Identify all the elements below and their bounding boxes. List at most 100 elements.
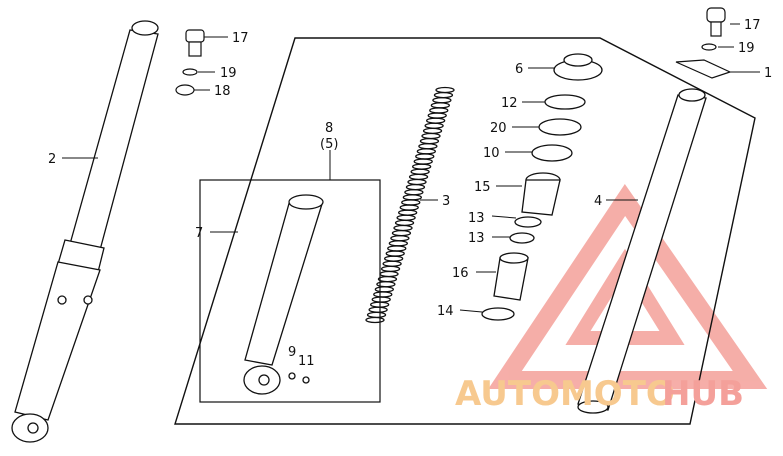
part-16-bushing xyxy=(493,257,529,301)
right-fork-tube-4 xyxy=(577,88,707,414)
spring-coil xyxy=(366,311,387,319)
part-10-seal xyxy=(531,144,573,162)
spring-coil xyxy=(405,183,426,191)
label-19-right: 19 xyxy=(738,41,755,56)
spring-coil xyxy=(382,260,402,267)
left-top-bolt xyxy=(185,29,205,43)
label-13-b: 13 xyxy=(468,231,485,246)
spring-coil xyxy=(404,189,424,196)
spring-coil xyxy=(365,316,385,324)
spring-coil xyxy=(373,291,393,298)
watermark-triangle-outer xyxy=(488,184,768,389)
spring-coil xyxy=(384,255,404,262)
label-8: 8 xyxy=(325,121,333,136)
spring-coil xyxy=(415,153,435,160)
left-top-bolt-shank xyxy=(188,41,202,57)
spring-coil xyxy=(429,107,449,114)
spring-coil xyxy=(394,219,415,227)
label-15: 15 xyxy=(474,180,491,195)
left-washer-19 xyxy=(182,68,198,76)
leader-lines xyxy=(62,23,760,313)
label-17-left: 17 xyxy=(232,31,249,46)
label-12: 12 xyxy=(501,96,518,111)
part-12-ring xyxy=(544,94,586,110)
right-top-bolt-shank xyxy=(710,21,722,37)
watermark-text-automoto: AUTOMOTO xyxy=(455,374,675,414)
spring-coil xyxy=(388,240,408,247)
spring-coil xyxy=(435,86,455,94)
part-15-bushing xyxy=(521,179,561,216)
right-washer-19 xyxy=(701,43,717,51)
spring-coil xyxy=(422,127,443,135)
left-tube-cap xyxy=(131,20,159,36)
label-4: 4 xyxy=(594,194,602,209)
spring-coil xyxy=(380,265,401,273)
label-10: 10 xyxy=(483,146,500,161)
spring-coil xyxy=(418,143,438,150)
spring-coil xyxy=(412,163,432,170)
spring-coil xyxy=(368,306,388,313)
part-6-top xyxy=(563,53,593,67)
spring-coil xyxy=(399,204,419,211)
label-14: 14 xyxy=(437,304,454,319)
bolt-9 xyxy=(288,372,296,380)
left-fork-assembly xyxy=(11,20,159,443)
spring-coil xyxy=(401,199,421,206)
right-tube-top xyxy=(678,88,706,102)
seal-stack xyxy=(481,53,603,321)
left-axle-hole xyxy=(27,422,39,434)
spring-coil xyxy=(408,173,429,181)
left-washer-18 xyxy=(175,84,195,96)
label-17-right: 17 xyxy=(744,18,761,33)
spring-coil xyxy=(396,214,416,221)
label-16: 16 xyxy=(452,266,469,281)
bolt-11 xyxy=(302,376,310,384)
spring-coil xyxy=(413,158,433,165)
right-bracket-1 xyxy=(675,59,732,79)
spring-coil xyxy=(387,245,407,252)
label-18: 18 xyxy=(214,84,231,99)
spring-coil xyxy=(391,229,412,237)
spring-coil xyxy=(385,250,405,257)
slider-axle-hole xyxy=(258,374,270,386)
label-7: 7 xyxy=(195,226,203,241)
spring-coil xyxy=(433,91,454,99)
spring-coil xyxy=(419,137,440,145)
label-2: 2 xyxy=(48,152,56,167)
left-top-bolt-group xyxy=(175,29,205,96)
label-9: 9 xyxy=(288,345,296,360)
part-13-clip-a xyxy=(514,216,542,228)
assembly-frame xyxy=(174,37,756,425)
watermark-text-hub: HUB xyxy=(662,374,744,414)
slider-body xyxy=(244,199,323,366)
label-11: 11 xyxy=(298,354,315,369)
label-5: (5) xyxy=(320,137,338,152)
right-top-bolt-group xyxy=(675,7,732,79)
left-inner-tube xyxy=(69,29,159,251)
spring-coil xyxy=(424,122,444,129)
right-tube-bottom xyxy=(577,400,609,414)
spring-coil xyxy=(390,235,410,242)
slider-top-rim xyxy=(288,194,324,210)
fork-slider-7 xyxy=(243,194,324,395)
part-20-ring xyxy=(538,118,582,136)
spring-coil xyxy=(407,178,427,186)
spring-coil xyxy=(393,224,413,232)
label-3: 3 xyxy=(442,194,450,209)
spring-coil xyxy=(398,209,418,216)
spring-coil xyxy=(377,275,398,283)
spring-coil xyxy=(427,112,447,119)
fork-spring xyxy=(365,86,455,324)
spring-coil xyxy=(421,132,441,140)
spring-coil xyxy=(379,270,399,278)
label-19-left: 19 xyxy=(220,66,237,81)
label-6: 6 xyxy=(515,62,523,77)
part-14-ring xyxy=(481,307,515,321)
label-1: 1 xyxy=(764,66,772,81)
left-outer-slider xyxy=(14,261,101,421)
spring-coil xyxy=(402,194,422,201)
spring-coil xyxy=(410,168,430,175)
part-13-clip-b xyxy=(509,232,535,244)
